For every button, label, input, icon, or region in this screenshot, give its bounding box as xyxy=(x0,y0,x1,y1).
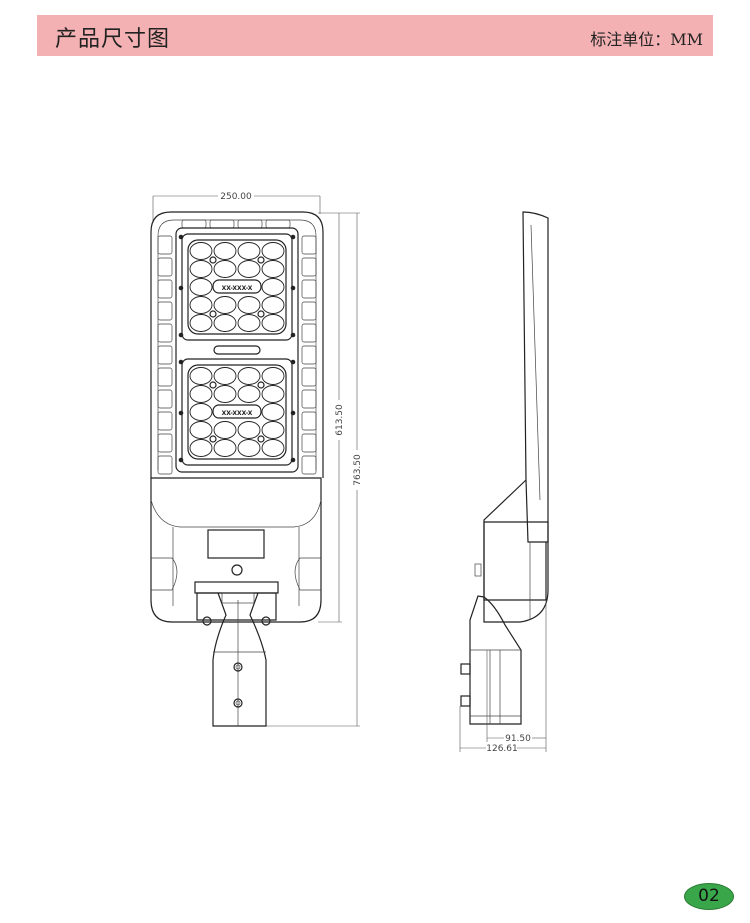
svg-text:XX-XXX-X: XX-XXX-X xyxy=(222,285,253,292)
page-number-badge: 02 xyxy=(684,883,734,910)
nameplate xyxy=(207,529,265,559)
width-dim-label: 250.00 xyxy=(220,192,252,202)
side-housing xyxy=(483,521,549,623)
width-dimension: 250.00 xyxy=(152,192,321,222)
depth-dim-label: 91.50 xyxy=(505,734,531,744)
unit-label: 标注单位：MM xyxy=(590,30,703,49)
lamp-body-outline xyxy=(150,211,324,478)
heat-sink-fins xyxy=(157,219,317,475)
side-view: 91.50 126.61 xyxy=(459,211,549,754)
side-lamp-plate xyxy=(522,211,549,543)
height-dimensions: 613.50 763.50 xyxy=(266,212,363,727)
side-bracket xyxy=(469,595,522,725)
driver-housing xyxy=(150,477,322,623)
header-band: 产品尺寸图 标注单位：MM xyxy=(37,15,713,56)
lamp-height-dim-label: 613.50 xyxy=(335,404,345,436)
led-module: XX-XXX-X xyxy=(178,233,296,341)
mounting-plate xyxy=(194,581,279,594)
led-module: XX-XXX-X xyxy=(178,358,296,466)
svg-text:XX-XXX-X: XX-XXX-X xyxy=(222,410,253,417)
depth-dimensions: 91.50 126.61 xyxy=(459,600,547,754)
total-depth-dim-label: 126.61 xyxy=(486,744,518,754)
front-view: 250.00 613.50 763.50 XX-XXX-X XX-XXX-X xyxy=(150,192,363,727)
total-height-dim-label: 763.50 xyxy=(353,454,363,486)
mounting-arm xyxy=(212,592,267,727)
led-modules: XX-XXX-X XX-XXX-X xyxy=(178,233,296,466)
page-title: 产品尺寸图 xyxy=(55,27,171,52)
